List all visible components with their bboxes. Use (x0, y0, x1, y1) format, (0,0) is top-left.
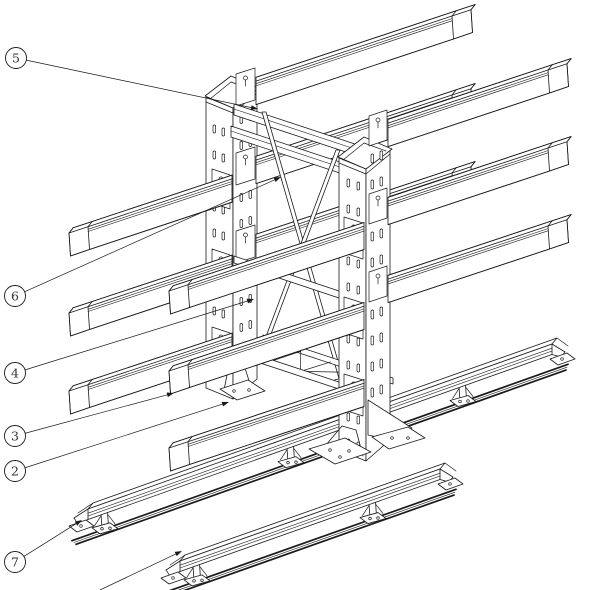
balloon-number: 2 (11, 463, 19, 478)
balloon-number: 4 (11, 365, 19, 380)
callout-leader-offscreen (99, 551, 180, 590)
balloon-number: 5 (12, 50, 20, 65)
callout-balloon-2: 2 (4, 402, 227, 482)
callout-balloon-7: 7 (4, 521, 80, 573)
cantilever-arms (68, 174, 365, 472)
callout-balloon-6: 6 (4, 177, 279, 307)
balloon-number: 6 (11, 288, 19, 303)
balloon-number: 7 (11, 554, 19, 569)
callout-balloons: 5 6 4 3 2 7 (4, 47, 281, 590)
front-far-arms (387, 58, 572, 304)
front-base-guide-rail (160, 462, 464, 590)
callout-balloon-4: 4 (4, 299, 252, 384)
balloon-number: 3 (11, 428, 19, 443)
callout-balloon-3: 3 (4, 393, 172, 447)
callout-balloon-5: 5 (5, 47, 256, 109)
